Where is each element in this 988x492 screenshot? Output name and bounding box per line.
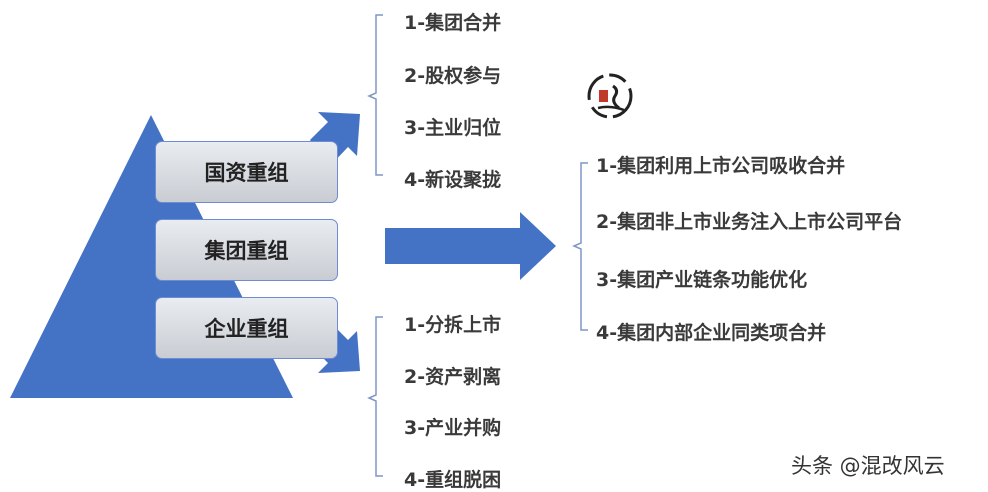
right-item-1: 1-集团利用上市公司吸收合并 <box>596 155 846 177</box>
right-item-3: 3-集团产业链条功能优化 <box>596 269 808 291</box>
box-group-restructuring: 集团重组 <box>155 219 338 281</box>
box-state-asset-restructuring: 国资重组 <box>155 141 338 203</box>
right-item-2: 2-集团非上市业务注入上市公司平台 <box>596 211 903 233</box>
bracket-right <box>572 162 588 331</box>
right-item-4: 4-集团内部企业同类项合并 <box>596 322 827 344</box>
bottom-item-4: 4-重组脱困 <box>404 469 502 491</box>
top-item-3: 3-主业归位 <box>404 117 502 139</box>
bracket-bottom <box>367 316 383 477</box>
bottom-item-1: 1-分拆上市 <box>404 314 502 336</box>
top-item-1: 1-集团合并 <box>404 12 502 34</box>
watermark-text: 头条 @混改风云 <box>791 454 945 478</box>
bottom-item-3: 3-产业并购 <box>404 417 502 439</box>
bracket-top <box>367 14 383 176</box>
arrow-right <box>385 212 556 280</box>
bottom-item-2: 2-资产剥离 <box>404 366 502 388</box>
brand-seal-logo <box>587 73 633 119</box>
top-item-2: 2-股权参与 <box>404 65 502 87</box>
box-enterprise-restructuring: 企业重组 <box>155 297 338 359</box>
top-item-4: 4-新设聚拢 <box>404 169 502 191</box>
